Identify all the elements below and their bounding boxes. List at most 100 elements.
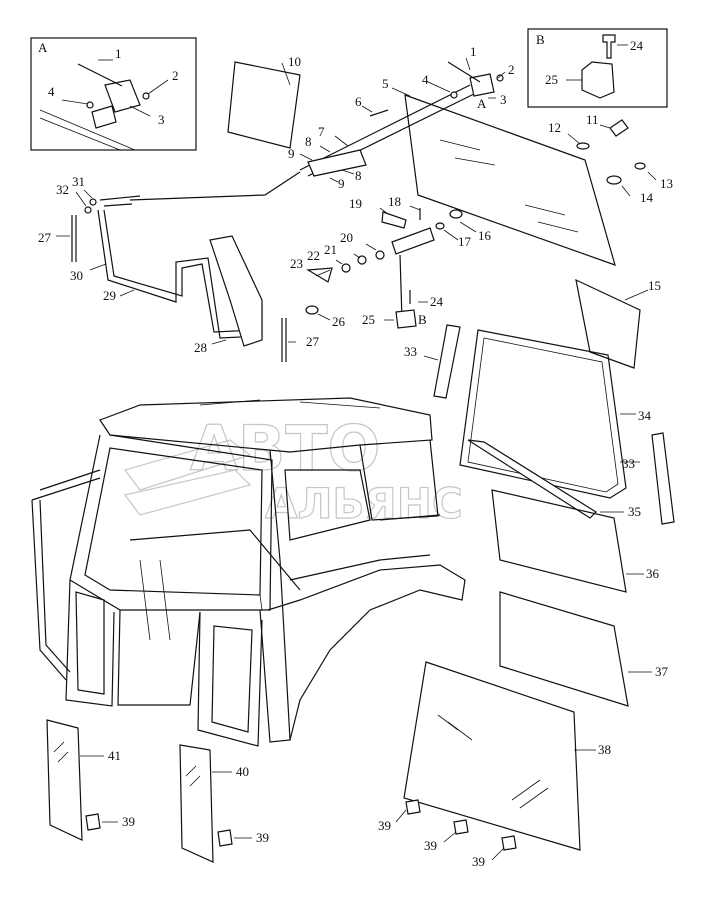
inset-a-panel-edge2 xyxy=(39,117,121,151)
callout-36: 36 xyxy=(646,566,660,581)
nut-13 xyxy=(634,162,646,170)
side-glass-40 xyxy=(179,744,214,863)
callout-41: 41 xyxy=(108,748,121,763)
callout-3: 3 xyxy=(500,92,507,107)
bracket-B xyxy=(395,309,417,329)
washer-31 xyxy=(89,198,97,206)
callout-14: 14 xyxy=(640,190,654,205)
callout-A-3: 3 xyxy=(158,112,165,127)
inset-b-frame xyxy=(527,28,668,108)
cab-windshield-opening xyxy=(84,447,263,596)
callout-38: 38 xyxy=(598,742,611,757)
inset-b-title: B xyxy=(536,32,545,47)
callout-26: 26 xyxy=(332,314,346,329)
hinge-cylinder xyxy=(391,227,435,255)
bracket-19 xyxy=(381,211,407,229)
hinge-39-b xyxy=(453,819,469,835)
inset-a: A 1 2 4 3 xyxy=(30,37,197,151)
callout-32: 32 xyxy=(56,182,69,197)
cab-body xyxy=(31,397,466,747)
gas-strut-27b xyxy=(281,318,287,362)
seal-14 xyxy=(606,175,622,185)
inset-a-panel-edge xyxy=(39,109,136,151)
callout-35: 35 xyxy=(628,504,641,519)
window-frame-34 xyxy=(459,329,627,499)
nut-32 xyxy=(84,206,92,214)
callout-18: 18 xyxy=(388,194,401,209)
seal-frame-36 xyxy=(491,489,627,593)
cab-front-frame xyxy=(69,434,273,611)
callout-13: 13 xyxy=(660,176,673,191)
callout-21: 21 xyxy=(324,242,337,257)
washer-20 xyxy=(375,250,385,260)
callout-24: 24 xyxy=(430,294,444,309)
callout-11: 11 xyxy=(586,112,599,127)
callout-6: 6 xyxy=(355,94,362,109)
callout-A-4: 4 xyxy=(48,84,55,99)
panel-28 xyxy=(209,235,263,347)
glass-panel-15 xyxy=(575,278,641,369)
seal-strip-33b xyxy=(651,432,675,525)
cab-fender xyxy=(267,564,466,741)
wiper-rod xyxy=(299,84,471,171)
glass-panel-37 xyxy=(499,591,629,707)
inset-b-bracket-icon xyxy=(581,61,615,99)
callout-9a: 9 xyxy=(288,146,295,161)
callout-31: 31 xyxy=(72,174,85,189)
washer-12 xyxy=(576,142,590,150)
callout-39a: 39 xyxy=(378,818,391,833)
screw-11 xyxy=(609,119,629,137)
washer-16 xyxy=(449,209,463,219)
callout-2: 2 xyxy=(508,62,515,77)
callout-29: 29 xyxy=(103,288,116,303)
strip-35 xyxy=(467,439,597,519)
callout-34: 34 xyxy=(638,408,652,423)
glass-panel-10 xyxy=(227,61,301,149)
callout-A-2: 2 xyxy=(172,68,179,83)
knob-23 xyxy=(306,267,333,283)
callout-12: 12 xyxy=(548,120,561,135)
hinge-39-a xyxy=(405,799,421,815)
seal-26 xyxy=(305,305,319,315)
rear-window-5 xyxy=(404,94,616,266)
watermark-logo-icon xyxy=(123,439,252,516)
callout-33b: 33 xyxy=(622,456,635,471)
callout-20: 20 xyxy=(340,230,353,245)
door-glass-38 xyxy=(403,661,581,851)
nut-17 xyxy=(435,222,445,230)
callout-39b: 39 xyxy=(424,838,437,853)
callout-27a: 27 xyxy=(38,230,52,245)
cab-handrail xyxy=(31,469,101,681)
callout-5: 5 xyxy=(382,76,389,91)
callout-8b: 8 xyxy=(355,168,362,183)
rod-bracket-8 xyxy=(307,149,367,177)
callout-39d: 39 xyxy=(122,814,135,829)
callout-37: 37 xyxy=(655,664,669,679)
hinge-39-c xyxy=(501,835,517,851)
callout-40: 40 xyxy=(236,764,249,779)
callout-19: 19 xyxy=(349,196,362,211)
cab-roof xyxy=(99,397,433,453)
cab-front-left-pillar xyxy=(65,579,115,707)
callout-30: 30 xyxy=(70,268,83,283)
callout-22: 22 xyxy=(307,248,320,263)
inset-a-title: A xyxy=(38,40,48,55)
hinge-39-d xyxy=(85,813,101,831)
callout-8a: 8 xyxy=(305,134,312,149)
seal-strip-33a xyxy=(433,324,461,399)
callout-25: 25 xyxy=(362,312,375,327)
inset-a-hinge-icon xyxy=(104,79,141,113)
callout-33a: 33 xyxy=(404,344,417,359)
cab-door-frame xyxy=(197,611,263,747)
callout-B-24: 24 xyxy=(630,38,644,53)
label-A: A xyxy=(477,96,487,111)
nut-22 xyxy=(341,263,351,273)
inset-a-washer-icon xyxy=(86,101,94,109)
inset-a-plate-icon xyxy=(91,105,117,129)
callout-10: 10 xyxy=(288,54,301,69)
callout-7: 7 xyxy=(318,124,325,139)
callout-23: 23 xyxy=(290,256,303,271)
callout-28: 28 xyxy=(194,340,207,355)
